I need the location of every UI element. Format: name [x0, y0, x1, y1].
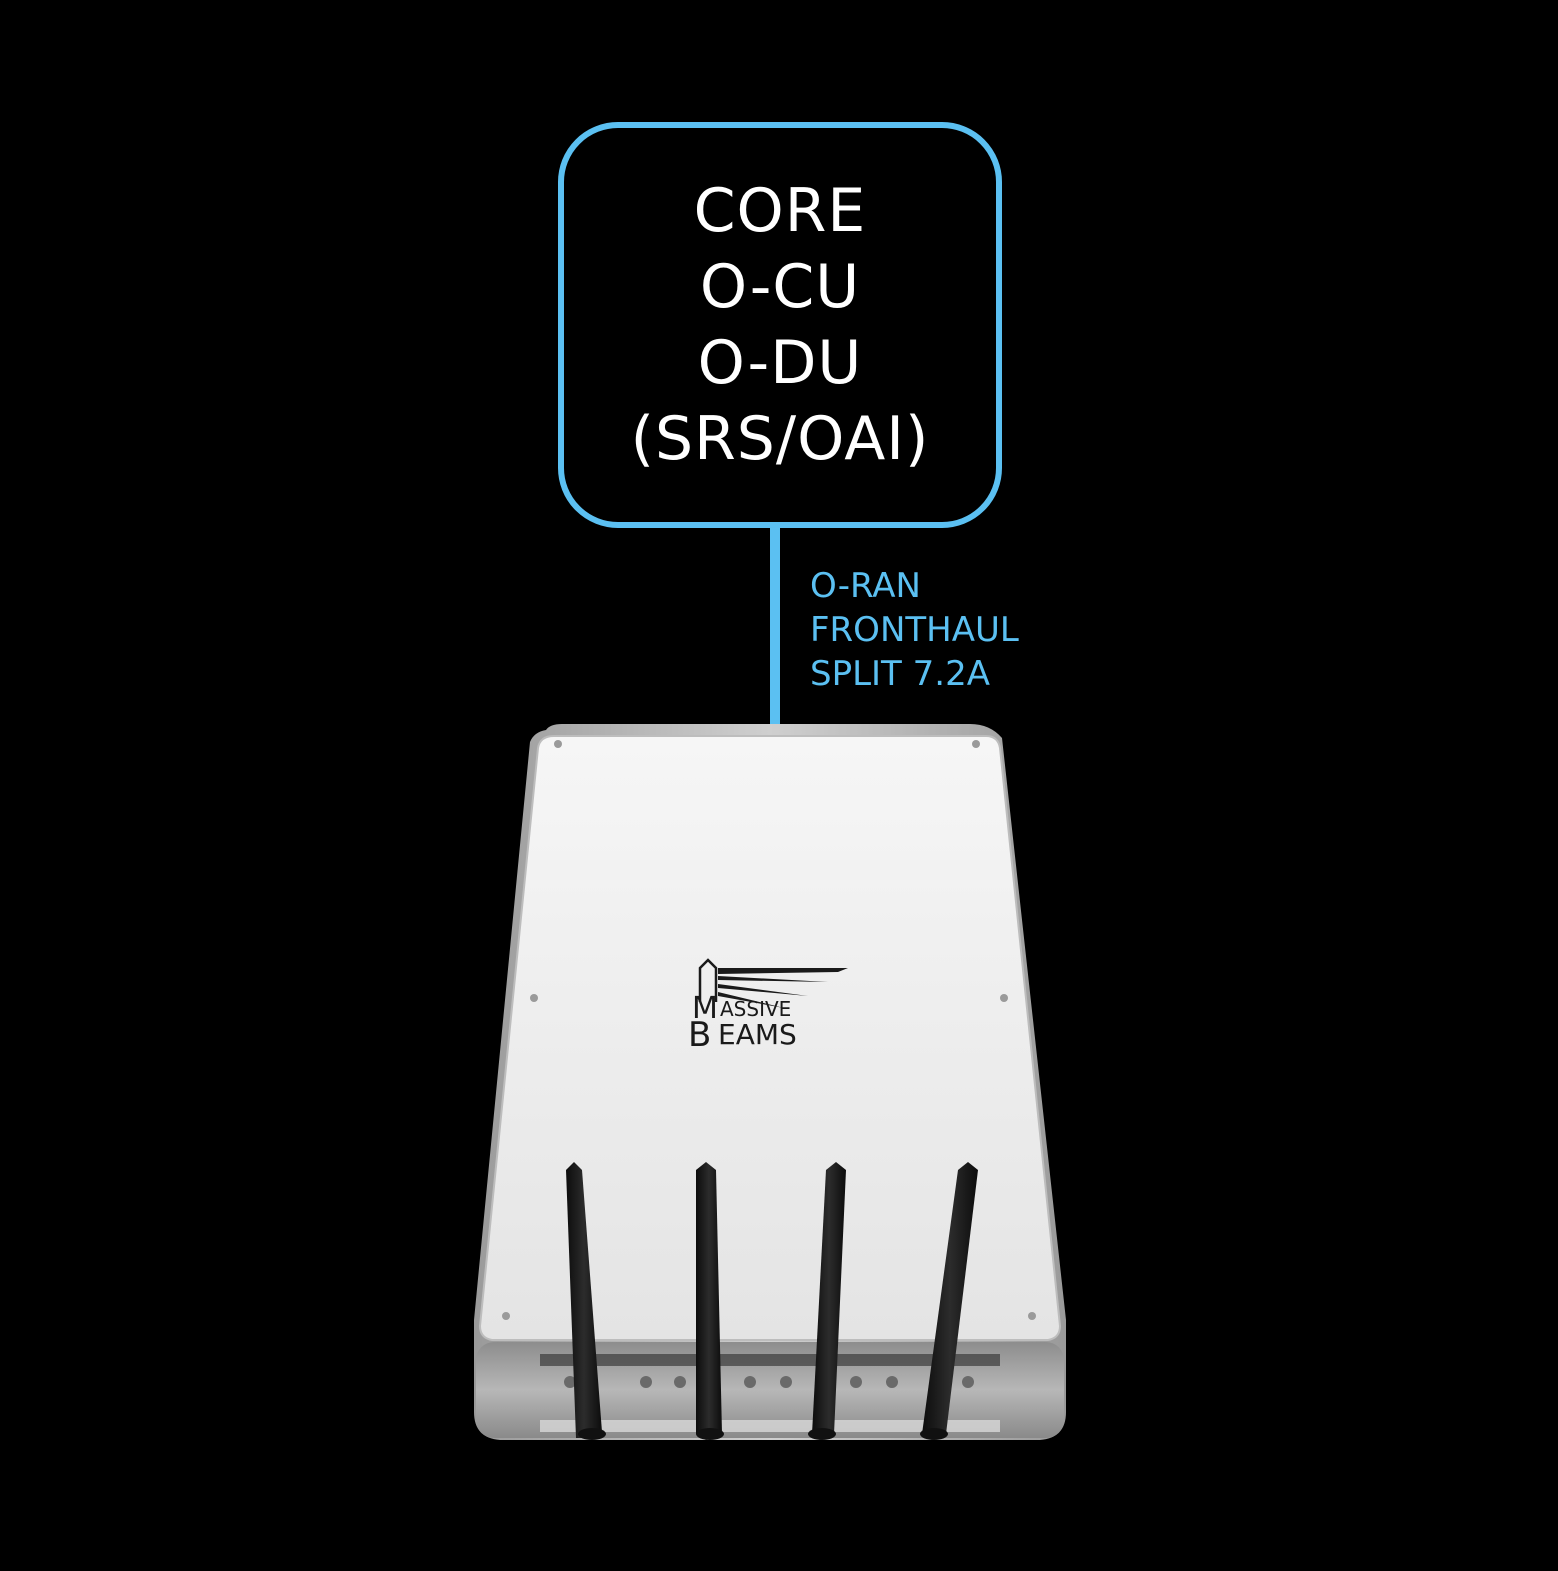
radio-unit-device: M ASSIVE B EAMS: [474, 724, 1066, 1440]
core-label: CORE: [693, 176, 867, 246]
antenna-2: [696, 1162, 724, 1440]
antenna-1: [566, 1162, 606, 1440]
logo-initial-m: M: [692, 991, 718, 1026]
fronthaul-label-line-3: SPLIT 7.2A: [810, 654, 990, 694]
antenna-4: [920, 1162, 978, 1440]
fronthaul-connector: [770, 522, 780, 730]
logo-bottom-text: EAMS: [718, 1018, 797, 1051]
software-label: (SRS/OAI): [630, 404, 930, 474]
screws: [502, 740, 1036, 1320]
fronthaul-label-line-2: FRONTHAUL: [810, 610, 1019, 650]
device-top-plate: [478, 735, 1062, 1341]
fronthaul-label: O-RAN FRONTHAUL SPLIT 7.2A: [810, 564, 1019, 696]
massive-beams-logo: M ASSIVE B EAMS: [688, 958, 848, 1055]
antenna-3: [808, 1162, 846, 1440]
front-connectors: [564, 1376, 974, 1388]
o-cu-label: O-CU: [699, 252, 861, 322]
core-node-box: CORE O-CU O-DU (SRS/OAI): [558, 122, 1002, 528]
o-du-label: O-DU: [697, 328, 863, 398]
logo-top-text: ASSIVE: [720, 997, 791, 1021]
fronthaul-label-line-1: O-RAN: [810, 566, 921, 606]
logo-initial-b: B: [688, 1015, 711, 1055]
